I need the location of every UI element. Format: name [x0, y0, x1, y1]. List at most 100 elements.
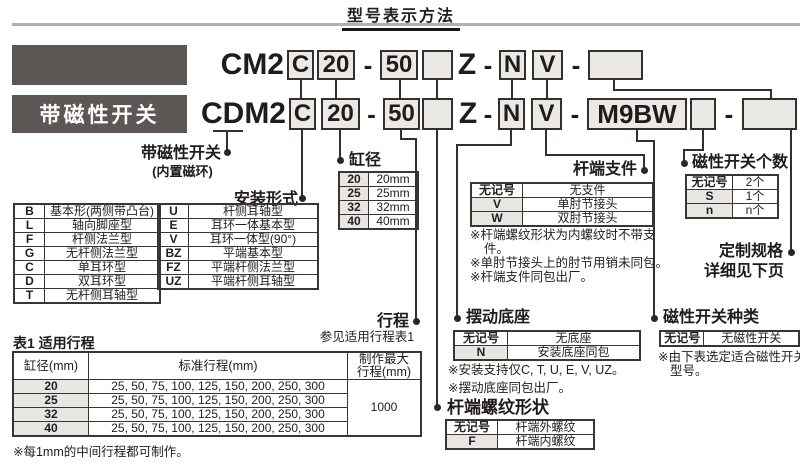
desc-cell: 1个 [732, 189, 779, 204]
pivot-label: 摆动底座 [466, 309, 531, 326]
desc-cell: 杆侧法兰型 [44, 232, 161, 247]
connector-line [213, 130, 243, 132]
sw-type-table: 无记号无磁性开关 [659, 330, 800, 347]
desc-cell: 单肘节接头 [522, 197, 654, 212]
connector-line [653, 140, 655, 316]
model2-mount-box: C [289, 98, 316, 130]
model1-dash-1: - [363, 49, 373, 80]
custom-spec-sublabel: 详细见下页 [704, 263, 785, 280]
code-cell: 40 [338, 214, 369, 230]
code-cell: n [685, 203, 733, 219]
code-cell: FZ [157, 260, 189, 275]
code-cell: L [13, 218, 45, 233]
header-cell: 标准行程(mm) [88, 351, 348, 380]
desc-cell: 无杆侧法兰型 [44, 246, 161, 261]
thread-label: 杆端螺纹形状 [447, 398, 549, 417]
code-cell: T [13, 288, 45, 304]
bracket-note: 件。 [484, 242, 510, 256]
connector-line [339, 130, 341, 158]
desc-cell: 无杆侧耳轴型 [44, 288, 161, 304]
connector-line [613, 89, 772, 91]
code-cell: 无记号 [685, 174, 733, 190]
with-switch-label: 带磁性开关 [140, 145, 221, 162]
connector-dot [681, 160, 688, 167]
header-cell-max: 制作最大 行程(mm) [347, 351, 422, 380]
code-cell: 无记号 [470, 182, 523, 198]
bore-cell: 40 [12, 421, 89, 437]
desc-cell: 平端杆侧耳轴型 [188, 274, 319, 290]
desc-cell: 40mm [368, 214, 419, 230]
bore-label: 缸径 [349, 152, 382, 169]
pivot-note: ※安装支持仅C, T, U, E, V, UZ。 [448, 363, 625, 377]
desc-cell: n个 [732, 203, 779, 219]
code-cell: U [157, 203, 189, 219]
desc-cell: 20mm [368, 171, 419, 187]
header-line: 制作最大 [358, 352, 409, 366]
sw-type-label: 磁性开关种类 [663, 309, 760, 326]
code-cell: W [470, 211, 523, 227]
connector-dot [299, 195, 306, 202]
stroke-sublabel: 参见适用行程表1 [319, 330, 415, 344]
connector-dot [788, 249, 795, 256]
table-row: 25 25, 50, 75, 100, 125, 150, 200, 250, … [12, 393, 421, 408]
with-switch-sublabel: (内置磁环) [152, 164, 213, 179]
connector-line [683, 149, 704, 151]
code-cell: F [13, 232, 45, 247]
stroke-label: 行程 [376, 313, 409, 330]
desc-cell: 双耳环型 [44, 274, 161, 289]
bracket-note: ※杆端支件同包出厂。 [470, 270, 593, 284]
code-cell: D [13, 274, 45, 289]
max-stroke-cell: 1000 [347, 379, 422, 437]
code-cell: BZ [157, 246, 189, 261]
connector-dot [337, 157, 344, 164]
code-cell: F [445, 434, 498, 450]
model2-pivot-box: N [498, 98, 525, 130]
model2-custom-box [742, 98, 797, 130]
page-title: 型号表示方法 [342, 2, 460, 31]
table-row: 无记号杆端外螺纹 [445, 419, 595, 435]
connector-line [335, 80, 337, 98]
connector-line [399, 80, 401, 98]
connector-line [770, 89, 772, 98]
desc-cell: 基本形(两侧带凸台) [44, 203, 161, 219]
model1-stroke-box: 50 [380, 50, 418, 80]
strokes-cell: 25, 50, 75, 100, 125, 150, 200, 250, 300 [88, 379, 348, 394]
connector-line [546, 80, 548, 98]
model2-thread-box [422, 98, 453, 130]
strokes-cell: 25, 50, 75, 100, 125, 150, 200, 250, 300 [88, 421, 348, 437]
sw-type-note: ※由下表选定适合磁性开关 [658, 350, 800, 364]
connector-line [545, 130, 547, 156]
code-cell: C [13, 260, 45, 275]
table-row: 无记号无支件 [470, 182, 654, 198]
bracket-label: 杆端支件 [573, 161, 638, 178]
connector-line [400, 138, 417, 140]
code-cell: 无记号 [445, 419, 498, 435]
code-cell: 20 [338, 171, 369, 187]
connector-line [636, 140, 655, 142]
pivot-note: ※摆动底座同包出厂。 [448, 381, 571, 395]
connector-line [643, 154, 645, 168]
connector-line [456, 144, 458, 316]
model1-thread-box [422, 50, 453, 80]
table-row: 40 25, 50, 75, 100, 125, 150, 200, 250, … [12, 421, 421, 437]
header-rule [12, 23, 800, 26]
model1-bracket-box: V [532, 50, 563, 80]
table-row: 32 25, 50, 75, 100, 125, 150, 200, 250, … [12, 407, 421, 422]
desc-cell: 无底座 [507, 330, 641, 346]
bracket-note: ※单肘节接头上的肘节用销未同包。 [470, 256, 668, 270]
model1-custom-box [588, 50, 643, 80]
model2-stroke-box: 50 [383, 98, 420, 130]
table-row: 20 25, 50, 75, 100, 125, 150, 200, 250, … [12, 379, 422, 437]
connector-line [702, 130, 704, 151]
